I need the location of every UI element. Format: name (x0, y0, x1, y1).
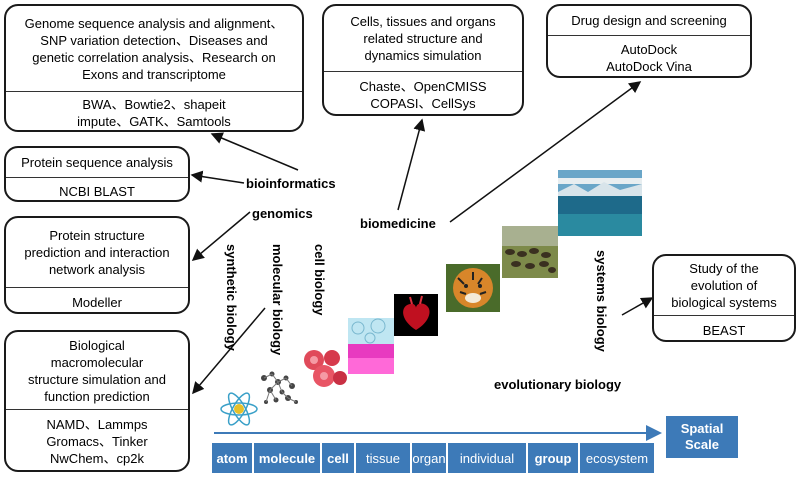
drug-design-tools: AutoDock AutoDock Vina (606, 42, 692, 74)
drug-design-description: Drug design and screening (548, 6, 750, 36)
label-systems-biology: systems biology (594, 250, 609, 352)
cell-tissue-organ-box: Cells, tissues and organs related struct… (322, 4, 524, 116)
arrow-to-cells (397, 118, 426, 211)
genome-analysis-description: Genome sequence analysis and alignment、 … (6, 6, 302, 92)
evolution-study-description: Study of the evolution of biological sys… (654, 256, 794, 316)
group-image (502, 226, 558, 278)
cell-image (300, 346, 348, 390)
protein-sequence-tools: NCBI BLAST (59, 183, 135, 199)
scale-cell-tissue: tissue (356, 443, 412, 473)
scale-cell-cell: cell (322, 443, 356, 473)
macromolecular-simulation-box: Biological macromolecular structure simu… (4, 330, 190, 472)
genome-analysis-tools: BWA、Bowtie2、shapeit impute、GATK、Samtools (77, 97, 231, 129)
arrow-to-evolution (621, 297, 654, 316)
macromolecular-simulation-tools: NAMD、Lammps Gromacs、Tinker NwChem、cp2k (46, 416, 148, 466)
protein-structure-box: Protein structure prediction and interac… (4, 216, 190, 314)
label-cell-biology: cell biology (312, 244, 327, 316)
label-genomics: genomics (252, 206, 313, 221)
scale-cell-group: group (528, 443, 580, 473)
scale-cell-individual: individual (448, 443, 528, 473)
scale-cell-atom: atom (212, 443, 254, 473)
genome-analysis-box: Genome sequence analysis and alignment、 … (4, 4, 304, 132)
label-biomedicine: biomedicine (360, 216, 436, 231)
ecosystem-image (558, 170, 642, 236)
cell-tissue-organ-tools: Chaste、OpenCMISS COPASI、CellSys (359, 79, 487, 111)
evolution-study-tools: BEAST (702, 322, 746, 338)
protein-sequence-box: Protein sequence analysis NCBI BLAST (4, 146, 190, 202)
label-molecular-biology: molecular biology (270, 244, 285, 356)
protein-structure-tools: Modeller (72, 294, 122, 310)
label-bioinformatics: bioinformatics (246, 176, 336, 191)
label-synthetic-biology: synthetic biology (224, 244, 239, 351)
arrow-to-macro (192, 307, 266, 395)
scale-cell-organ: organ (412, 443, 448, 473)
protein-structure-description: Protein structure prediction and interac… (6, 218, 188, 288)
label-evolutionary-biology: evolutionary biology (494, 377, 622, 392)
evolution-study-box: Study of the evolution of biological sys… (652, 254, 796, 342)
tissue-image (348, 318, 394, 374)
cell-tissue-organ-description: Cells, tissues and organs related struct… (324, 6, 522, 72)
arrow-to-protein-struct (191, 211, 251, 261)
organ-image (394, 294, 438, 336)
scale-cell-ecosystem: ecosystem (580, 443, 656, 473)
scale-cell-molecule: molecule (254, 443, 322, 473)
arrow-to-drug (449, 81, 642, 223)
individual-image (446, 264, 500, 312)
arrow-to-protein-seq (190, 170, 245, 184)
arrow-to-genome (210, 132, 299, 171)
protein-sequence-description: Protein sequence analysis (6, 148, 188, 178)
spatial-scale-label: Spatial Scale (666, 416, 738, 458)
molecule-image (258, 368, 302, 410)
atom-image (218, 390, 260, 428)
macromolecular-simulation-description: Biological macromolecular structure simu… (6, 332, 188, 410)
drug-design-box: Drug design and screening AutoDock AutoD… (546, 4, 752, 78)
